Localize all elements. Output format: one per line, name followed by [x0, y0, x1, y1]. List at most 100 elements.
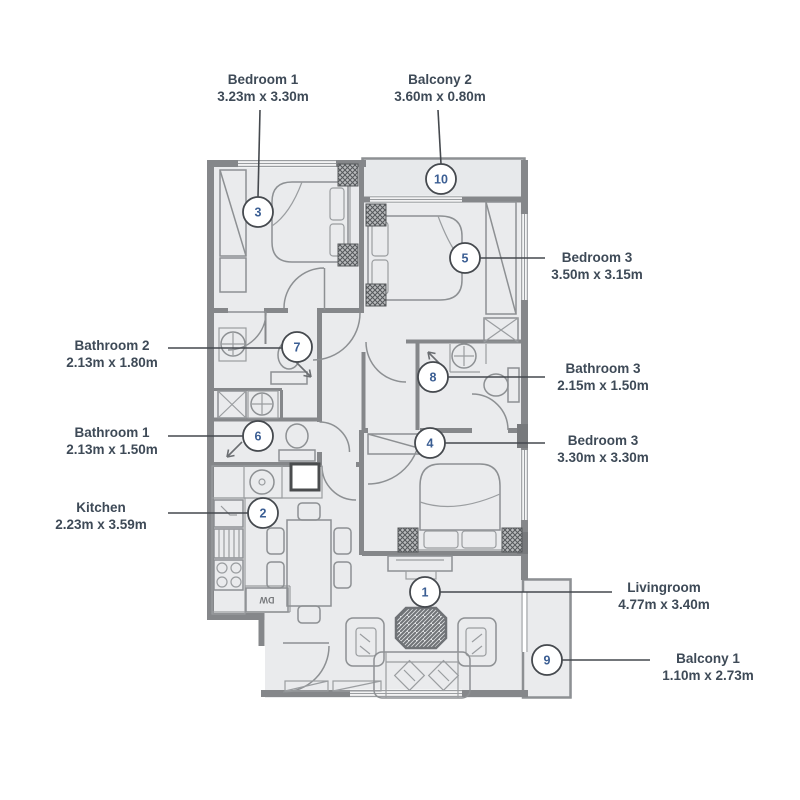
badge-number: 4 [427, 437, 434, 451]
door-bedroom3-top [365, 341, 407, 383]
fridge-icon [213, 528, 244, 559]
dining-set [266, 502, 352, 624]
dishwasher-icon: DW [245, 587, 289, 613]
unit-floor [207, 160, 572, 698]
shower-arrow [295, 361, 312, 378]
sink-icon [247, 390, 279, 419]
washer-nook [217, 390, 279, 419]
window-bed3-right [520, 214, 529, 300]
balcony-1-door [521, 592, 528, 652]
bedroom-3-top-furniture [365, 201, 519, 343]
dishwasher-label: DW [259, 595, 274, 605]
oven-icon [289, 462, 321, 492]
bed-icon [418, 463, 502, 551]
badge-kitchen: 2 [247, 497, 279, 529]
room-dims: 3.50m x 3.15m [551, 267, 643, 282]
badge-bedroom3-bottom: 4 [414, 427, 446, 459]
counter-left [211, 497, 246, 615]
pillar [517, 424, 528, 448]
shower-arrow [226, 441, 243, 458]
sink-icon [449, 343, 480, 373]
sink-icon [218, 327, 247, 362]
room-name: Balcony 1 [676, 651, 740, 666]
label-bedroom3-top: Bedroom 3 3.50m x 3.15m [551, 250, 643, 282]
label-livingroom: Livingroom 4.77m x 3.40m [618, 580, 710, 612]
entry-threshold [284, 680, 382, 692]
room-name: Bedroom 1 [228, 72, 299, 87]
badge-bathroom3: 8 [417, 361, 449, 393]
bathroom-1-furniture [226, 423, 316, 462]
leader-bedroom1 [257, 109, 261, 198]
badge-number: 8 [430, 371, 437, 385]
nightstand-icon [337, 243, 359, 267]
bathroom-3-furniture [427, 343, 520, 403]
badge-number: 3 [255, 206, 262, 220]
wall-washer-nook [211, 388, 283, 419]
chair-icon [266, 561, 285, 589]
room-dims: 2.13m x 1.80m [66, 355, 158, 370]
badge-number: 9 [544, 654, 551, 668]
room-dims: 2.23m x 3.59m [55, 517, 147, 532]
badge-number: 7 [294, 341, 301, 355]
label-bathroom1: Bathroom 1 2.13m x 1.50m [66, 425, 158, 457]
nightstand-icon [397, 527, 419, 553]
leader-balcony2 [437, 109, 442, 165]
tv-console-icon [387, 555, 453, 580]
window-balcony2-inner [370, 195, 462, 204]
chair-icon [266, 527, 285, 555]
badge-balcony1: 9 [531, 644, 563, 676]
nightstand-icon [337, 163, 359, 187]
interior-walls [211, 160, 528, 556]
room-name: Bathroom 3 [565, 361, 641, 376]
window-bed3b-right [520, 450, 529, 520]
room-name: Kitchen [76, 500, 126, 515]
room-labels: Bedroom 1 3.23m x 3.30m Balcony 2 3.60m … [55, 72, 754, 683]
door-hall [312, 312, 361, 361]
badge-bedroom3-top: 5 [449, 242, 481, 274]
room-name: Bedroom 3 [568, 433, 639, 448]
badge-bathroom1: 6 [242, 420, 274, 452]
nightstand-icon [365, 203, 387, 227]
number-badges: 1 2 3 4 5 6 7 8 [242, 163, 563, 676]
room-name: Livingroom [627, 580, 701, 595]
room-dims: 2.13m x 1.50m [66, 442, 158, 457]
badge-balcony2: 10 [425, 163, 457, 195]
room-dims: 3.30m x 3.30m [557, 450, 649, 465]
badge-livingroom: 1 [409, 576, 441, 608]
living-room-furniture [345, 555, 497, 699]
badge-number: 2 [260, 507, 267, 521]
bedroom-1-furniture [219, 163, 359, 293]
room-name: Bathroom 1 [74, 425, 150, 440]
leader-lines [168, 109, 650, 661]
label-bathroom3: Bathroom 3 2.15m x 1.50m [557, 361, 649, 393]
label-bedroom3-bottom: Bedroom 3 3.30m x 3.30m [557, 433, 649, 465]
label-kitchen: Kitchen 2.23m x 3.59m [55, 500, 147, 532]
window-bed1-top [238, 159, 336, 168]
ac-unit-icon [483, 317, 519, 343]
sofa-icon [373, 651, 471, 699]
door-bedroom1 [283, 267, 326, 310]
washer-icon [217, 390, 247, 419]
room-name: Balcony 2 [408, 72, 472, 87]
room-dims: 1.10m x 2.73m [662, 668, 754, 683]
toilet-icon [278, 423, 316, 462]
room-dims: 4.77m x 3.40m [618, 597, 710, 612]
armchair-icon [345, 617, 385, 667]
chair-icon [333, 527, 352, 555]
door-bathroom2 [227, 311, 267, 351]
chair-icon [333, 561, 352, 589]
badge-number: 5 [462, 252, 469, 266]
armchair-icon [457, 617, 497, 667]
door-bathroom1 [319, 421, 351, 453]
badge-number: 10 [434, 173, 448, 187]
nightstand-icon [501, 527, 523, 553]
badge-number: 1 [422, 586, 429, 600]
badge-bathroom2: 7 [281, 331, 313, 363]
label-balcony1: Balcony 1 1.10m x 2.73m [662, 651, 754, 683]
badge-number: 6 [255, 430, 262, 444]
room-name: Bathroom 2 [74, 338, 149, 353]
room-dims: 3.23m x 3.30m [217, 89, 309, 104]
toilet-icon [483, 367, 520, 403]
